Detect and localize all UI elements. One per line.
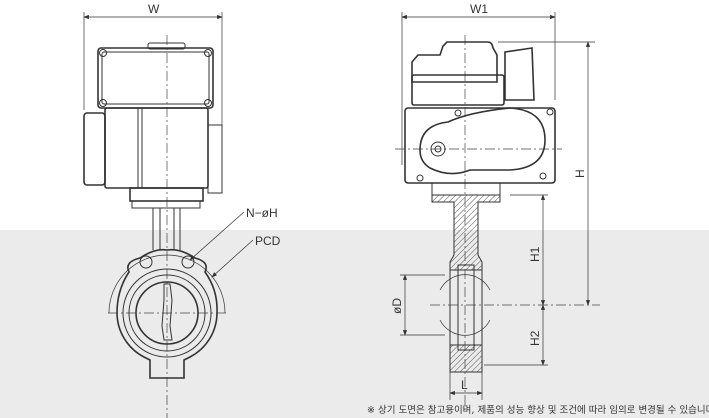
actuator-side — [404, 41, 556, 196]
bolt-hole — [139, 255, 153, 269]
pcd-label: PCD — [255, 234, 281, 248]
gearbox-cover — [419, 107, 546, 175]
dimension-w-label: W — [148, 2, 160, 16]
stem-front — [152, 208, 181, 250]
valve-body-side — [430, 194, 600, 373]
dimension-h: H — [498, 41, 595, 306]
dimension-h-label: H — [573, 169, 587, 178]
dimension-l: L — [449, 372, 483, 400]
dimension-w1: W1 — [401, 2, 556, 165]
dimension-od: øD — [390, 274, 445, 336]
front-view: W — [83, 2, 281, 418]
dimension-h1: H1 — [510, 194, 548, 306]
bolt-hole-callout: N−øH — [189, 206, 278, 261]
dimension-w: W — [83, 2, 223, 135]
dimension-h2-label: H2 — [528, 330, 542, 346]
actuator-cover — [97, 47, 214, 109]
disc — [161, 283, 173, 341]
dimension-od-label: øD — [390, 298, 404, 314]
valve-body-front — [108, 248, 226, 379]
dimension-l-label: L — [461, 378, 468, 392]
dimension-h2: H2 — [484, 304, 548, 366]
pcd-callout: PCD — [211, 234, 281, 278]
disclaimer-note: ※ 상기 도면은 참고용이며, 제품의 성능 향상 및 조건에 따라 임의로 변… — [367, 405, 709, 416]
actuator-front — [83, 42, 223, 209]
bolt-hole-label: N−øH — [246, 206, 278, 220]
side-view: W1 H — [390, 2, 600, 410]
dimension-h1-label: H1 — [528, 246, 542, 262]
dimension-w1-label: W1 — [470, 2, 488, 16]
bolt-hole — [181, 255, 195, 269]
